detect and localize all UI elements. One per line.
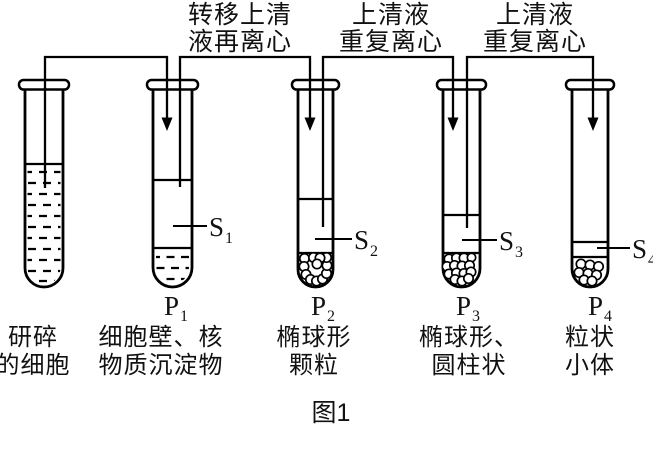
transfer-path-4 [465, 55, 599, 228]
p4-letter: P [588, 291, 603, 321]
tube-5-rim [564, 78, 616, 91]
transfer-path-1 [43, 55, 173, 188]
p1-subscript: 1 [180, 308, 188, 325]
transfer-path-2 [178, 55, 316, 187]
tube-3-body [296, 89, 335, 289]
tube-3-granules [298, 251, 333, 287]
tube-5-granules [573, 258, 605, 287]
tube-4-granules [441, 252, 477, 287]
tube-5-caption-line2: 小体 [565, 352, 615, 379]
tube-1-suspension-dashes [27, 170, 61, 283]
s4-letter: S [632, 234, 647, 264]
figure-caption: 图1 [312, 399, 351, 427]
tube-1-caption-line1: 研碎 [8, 324, 58, 351]
test-tube-3: S 2 P 2 椭球形 颗粒 [277, 78, 378, 379]
arrow-down-icon [587, 117, 599, 131]
test-tube-4: S 3 P 3 椭球形、 圆柱状 [419, 78, 523, 379]
tube-1-body [23, 89, 65, 289]
tube-4-rim [435, 78, 488, 91]
s4-subscript: 4 [648, 252, 653, 269]
transfer-label-3-line1: 上清液 [496, 1, 574, 29]
tube-2-rim [145, 78, 200, 91]
transfer-label-2-line1: 上清液 [352, 1, 430, 29]
tube-4-caption-line1: 椭球形、 [419, 324, 519, 351]
transfer-label-2-line2: 重复离心 [339, 28, 443, 56]
tube-3-rim [290, 78, 341, 91]
test-tube-5: S 4 P 4 粒状 小体 [564, 78, 653, 379]
p3-subscript: 3 [472, 308, 480, 325]
transfer-label-1-line1: 转移上清 [188, 1, 292, 29]
p1-letter: P [164, 291, 179, 321]
s2-subscript: 2 [370, 243, 378, 260]
tube-2-caption-line1: 细胞壁、核 [99, 324, 224, 351]
tube-2-body [151, 89, 194, 289]
p3-letter: P [456, 291, 471, 321]
s2-letter: S [354, 225, 369, 255]
tube-3-caption-line2: 颗粒 [289, 352, 339, 379]
transfer-label-1-line2: 液再离心 [188, 28, 292, 56]
tube-5-body [570, 89, 610, 289]
tube-2-caption-line2: 物质沉淀物 [99, 352, 224, 379]
tube-4-caption-line2: 圆柱状 [432, 352, 507, 379]
s1-subscript: 1 [225, 230, 233, 247]
tube-5-caption-line1: 粒状 [565, 324, 615, 351]
arrow-down-icon [447, 117, 459, 131]
s1-letter: S [209, 212, 224, 242]
transfer-label-3-line2: 重复离心 [483, 28, 587, 56]
transfer-path-3 [321, 55, 459, 227]
s3-subscript: 3 [515, 244, 523, 261]
test-tube-1: 研碎 的细胞 [0, 78, 71, 379]
p2-subscript: 2 [327, 308, 335, 325]
tube-1-caption-line2: 的细胞 [0, 352, 71, 379]
tube-2-sediment-dashes [156, 255, 189, 281]
s3-letter: S [499, 226, 514, 256]
p2-letter: P [311, 291, 326, 321]
test-tube-2: S 1 P 1 细胞壁、核 物质沉淀物 [99, 78, 233, 379]
arrow-down-icon [304, 117, 316, 131]
tube-3-caption-line1: 椭球形 [277, 324, 352, 351]
arrow-down-icon [161, 117, 173, 131]
p4-subscript: 4 [604, 308, 612, 325]
